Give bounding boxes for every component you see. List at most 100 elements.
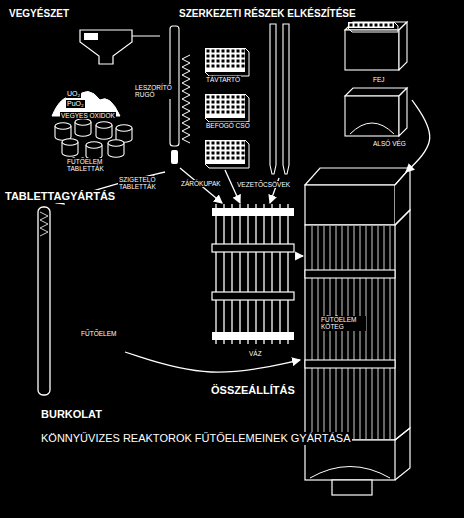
spacer-grid-cell — [212, 65, 215, 68]
spacer-grid-cell — [227, 96, 230, 99]
skeleton-rod — [239, 204, 240, 344]
assembly-body — [305, 225, 395, 440]
spacer-grid-cell — [227, 111, 230, 114]
spacer-grid-cell — [242, 106, 245, 109]
section-heading: SZERKEZETI RÉSZEK ELKÉSZÍTÉSE — [178, 8, 357, 20]
part-label: VEZETŐCSÖVEK — [236, 181, 291, 188]
head-top-grid-cell — [375, 24, 378, 27]
spacer-grid-cell — [212, 106, 215, 109]
spacer-grid-cell — [207, 55, 210, 58]
spacer-grid-cell — [207, 147, 210, 150]
head-top-grid-cell — [380, 24, 383, 27]
hopper-feeder — [84, 33, 98, 40]
spacer-grid-cell — [227, 60, 230, 63]
spacer-grid-cell — [242, 65, 245, 68]
skeleton-rod — [271, 204, 272, 344]
skeleton-grid — [212, 292, 294, 300]
part-label: FEJ — [372, 76, 386, 83]
spacer-grid-cell — [227, 106, 230, 109]
spacer-grid-cell — [232, 111, 235, 114]
spacer-grid-cell — [217, 111, 220, 114]
spacer-grid-cell — [217, 101, 220, 104]
part-label: LESZORÍTÓ RUGÓ — [134, 84, 178, 99]
spacer-grid-depth — [205, 48, 249, 76]
spacer-grid-cell — [237, 157, 240, 160]
part-label: FŰTŐELEM TABLETTÁK — [66, 158, 118, 173]
spacer-grid-cell — [242, 147, 245, 150]
spacer-grid — [205, 94, 245, 118]
skeleton-rod — [231, 204, 232, 344]
bottom-box-side — [399, 88, 407, 136]
assembly-head-top — [305, 168, 410, 185]
spacer-grid-cell — [242, 111, 245, 114]
spacer-grid-cell — [212, 50, 215, 53]
spacer-grid-cell — [217, 96, 220, 99]
spacer-grid-cell — [232, 96, 235, 99]
spacer-grid-cell — [212, 101, 215, 104]
spacer-grid-cell — [217, 65, 220, 68]
spacer-grid-cell — [217, 50, 220, 53]
spring-symbol — [182, 55, 190, 143]
spacer-grid-cell — [222, 111, 225, 114]
skeleton-rod — [263, 204, 264, 344]
spacer-grid — [205, 140, 245, 164]
spacer-grid-cell — [237, 65, 240, 68]
spacer-grid-cell — [237, 50, 240, 53]
chemical-formula: PuO₂ — [66, 100, 85, 108]
spacer-grid-cell — [227, 101, 230, 104]
part-label: FŰTŐELEM — [80, 330, 117, 337]
assembly-bottom-curve — [310, 467, 390, 479]
bottom-box — [345, 96, 399, 136]
head-top-grid-depth — [348, 22, 398, 32]
end-cap — [171, 150, 178, 164]
guide-tube — [270, 24, 276, 174]
part-label: ALSÓ VÉG — [372, 140, 407, 147]
spacer-grid-cell — [242, 152, 245, 155]
rod-spring — [40, 212, 48, 236]
spacer-grid-cell — [217, 60, 220, 63]
spacer-grid-cell — [217, 55, 220, 58]
assembly-rod — [324, 226, 325, 439]
spacer-grid — [205, 48, 245, 72]
spacer-grid-cell — [222, 55, 225, 58]
head-box-side — [399, 22, 407, 70]
spacer-grid-cell — [222, 50, 225, 53]
spacer-grid-cell — [212, 111, 215, 114]
spacer-grid-cell — [222, 157, 225, 160]
part-label: FŰTŐELEM KÖTEG — [320, 316, 366, 331]
spacer-grid-cell — [232, 157, 235, 160]
assembly-rod — [354, 226, 355, 439]
spacer-grid-cell — [237, 106, 240, 109]
assembly-rod — [384, 226, 385, 439]
spacer-grid-cell — [242, 50, 245, 53]
spacer-grid-cell — [207, 111, 210, 114]
spacer-grid-cell — [222, 142, 225, 145]
pellet-top — [96, 122, 112, 128]
spacer-grid-cell — [212, 60, 215, 63]
spacer-grid-cell — [242, 60, 245, 63]
spacer-grid-cell — [227, 147, 230, 150]
bottom-box-opening — [350, 123, 394, 134]
spacer-grid-cell — [227, 152, 230, 155]
guide-tube — [283, 24, 289, 174]
spacer-grid-cell — [237, 111, 240, 114]
spacer-grid-depth — [205, 140, 249, 168]
skeleton-rod — [279, 204, 280, 344]
spacer-grid-cell — [242, 157, 245, 160]
part-label: BEFOGÓ CSŐ — [205, 122, 251, 129]
part-label: TÁVTARTÓ — [205, 76, 241, 83]
head-top-grid-cell — [365, 24, 368, 27]
spacer-grid-cell — [212, 55, 215, 58]
assembly-rod — [342, 226, 343, 439]
spacer-grid-cell — [207, 101, 210, 104]
spacer-grid-cell — [222, 152, 225, 155]
pellet-top — [75, 119, 91, 125]
head-top-grid-cell — [355, 24, 358, 27]
spacer-grid-cell — [207, 152, 210, 155]
spacer-grid-cell — [232, 147, 235, 150]
spacer-grid-cell — [207, 60, 210, 63]
skeleton-rod — [255, 204, 256, 344]
skeleton-rod — [247, 204, 248, 344]
